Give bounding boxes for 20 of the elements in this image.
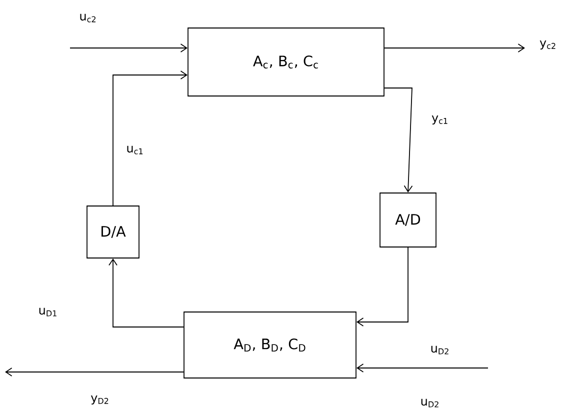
arrow — [356, 247, 408, 326]
arrow — [108, 258, 184, 328]
edge-label: y$_{c2}$ — [538, 39, 558, 51]
arrow — [384, 44, 525, 52]
block-box: A/D — [380, 192, 436, 248]
arrow — [70, 44, 188, 52]
edge-label: u$_{D2}$ — [419, 398, 441, 408]
edge-label: u$_{c1}$ — [125, 144, 145, 156]
edge-label: y$_{c1}$ — [430, 114, 450, 126]
edge-label: u$_{c2}$ — [78, 12, 98, 24]
arrow — [384, 88, 413, 193]
arrow — [112, 70, 188, 206]
arrow — [5, 368, 184, 376]
arrow — [356, 364, 488, 372]
edge-label: y$_{D2}$ — [90, 394, 110, 406]
block-box: A$_{c}$, B$_{c}$, C$_{c}$ — [188, 28, 384, 96]
edge-label: u$_{D1}$ — [37, 306, 59, 318]
edge-label: u$_{D2}$ — [429, 344, 451, 356]
block-box: A$_{D}$, B$_{D}$, C$_{D}$ — [184, 312, 356, 378]
block-box: D/A — [86, 206, 140, 258]
